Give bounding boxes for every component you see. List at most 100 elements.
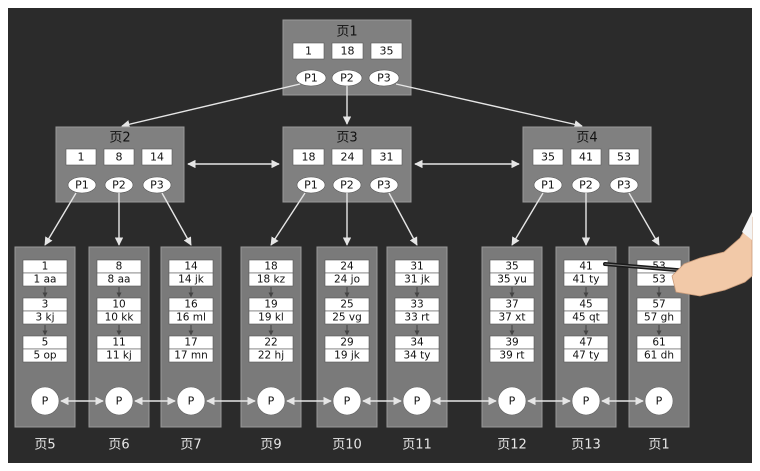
leaf-record-row: 18 kz <box>257 274 286 286</box>
leaf-pointer-circle <box>497 386 527 416</box>
leaf-pointer-label: P <box>42 395 49 408</box>
internal-pointer: P1 <box>75 179 89 192</box>
root-title: 页1 <box>336 25 357 40</box>
leaf-record-row: 34 ty <box>403 350 430 362</box>
sleeve <box>742 212 752 240</box>
leaf-pointer-circle <box>644 386 674 416</box>
root-key-2: 18 <box>341 45 355 58</box>
leaf-record-row: 41 ty <box>572 274 599 286</box>
leaf-record-row: 22 hj <box>258 350 284 362</box>
leaf-record-row: 33 rt <box>404 312 429 324</box>
internal-pointer: P3 <box>617 179 631 192</box>
leaf-record-row: 47 ty <box>572 350 599 362</box>
leaf-record-row: 24 jo <box>334 274 360 286</box>
leaf-record-key: 8 <box>116 261 123 273</box>
leaf-pointer-circle <box>571 386 601 416</box>
leaf-record-row: 39 rt <box>499 350 524 362</box>
leaf-record-key: 17 <box>184 337 197 349</box>
leaf-pointer-circle <box>30 386 60 416</box>
internal-pointer: P1 <box>304 179 318 192</box>
internal-key: 18 <box>302 151 316 164</box>
root-key-1: 1 <box>305 45 312 58</box>
leaf-record-key: 31 <box>410 261 423 273</box>
leaf-record-key: 25 <box>340 299 353 311</box>
arrow-to-leaf <box>511 192 544 246</box>
leaf-page-label: 页7 <box>180 438 201 453</box>
arrow-to-leaf <box>270 192 306 246</box>
leaf-pointer-circle <box>402 386 432 416</box>
internal-key: 14 <box>150 151 164 164</box>
leaf-record-row: 45 qt <box>572 312 599 324</box>
leaf-record-key: 33 <box>410 299 423 311</box>
leaf-record-key: 34 <box>410 337 424 349</box>
leaf-record-key: 10 <box>112 299 125 311</box>
leaf-pointer-label: P <box>583 395 590 408</box>
internal-pointer: P1 <box>541 179 555 192</box>
leaf-record-row: 16 ml <box>176 312 206 324</box>
leaf-record-key: 29 <box>340 337 353 349</box>
leaf-pointer-circle <box>104 386 134 416</box>
leaf-page-label: 页11 <box>402 438 432 453</box>
internal-node-4: 页4 35 41 53 P1 P2 P3 <box>522 126 652 203</box>
leaf-record-key: 61 <box>652 337 665 349</box>
internal-key: 8 <box>116 151 123 164</box>
leaf-record-key: 22 <box>264 337 277 349</box>
internal-pointer: P2 <box>579 179 593 192</box>
internal-node-2: 页2 1 8 14 P1 P2 P3 <box>55 126 185 203</box>
root-key-3: 35 <box>380 45 394 58</box>
leaf-record-row: 37 xt <box>498 312 525 324</box>
leaf-record-row: 19 kl <box>258 312 284 324</box>
leaf-record-row: 3 kj <box>35 312 54 324</box>
leaf-record-key: 41 <box>579 261 592 273</box>
arrow-to-leaf <box>388 192 418 246</box>
leaf-record-row: 10 kk <box>105 312 135 324</box>
arrow-to-leaf <box>628 192 660 246</box>
leaf-page-label: 页12 <box>497 438 527 453</box>
leaf-record-row: 61 dh <box>644 350 674 362</box>
leaf-record-row: 17 mn <box>174 350 208 362</box>
leaf-pointer-label: P <box>268 395 275 408</box>
leaf-record-row: 53 <box>652 274 665 286</box>
leaf-page-label: 页9 <box>260 438 281 453</box>
leaf-record-key: 35 <box>505 261 518 273</box>
arrow-to-leaf <box>44 192 77 246</box>
leaf-record-row: 11 kj <box>106 350 132 362</box>
leaf-record-row: 5 op <box>33 350 56 362</box>
hand-icon <box>671 216 753 297</box>
leaf-record-row: 14 jk <box>178 274 205 286</box>
internal-key: 53 <box>617 151 631 164</box>
internal-pointer: P3 <box>377 179 391 192</box>
leaf-record-row: 35 yu <box>497 274 527 286</box>
leaf-page-label: 页5 <box>34 438 55 453</box>
arrow-root-p1 <box>121 83 301 129</box>
leaf-record-key: 14 <box>184 261 198 273</box>
internal-title: 页4 <box>576 131 597 146</box>
internal-key: 1 <box>78 151 85 164</box>
leaf-record-row: 1 aa <box>34 274 57 286</box>
leaf-record-key: 47 <box>579 337 592 349</box>
leaf-pointer-label: P <box>116 395 123 408</box>
leaf-record-key: 11 <box>112 337 125 349</box>
leaf-record-row: 57 gh <box>644 312 674 324</box>
internal-pointer: P2 <box>340 179 354 192</box>
leaf-record-key: 37 <box>505 299 518 311</box>
presenter-hand <box>603 212 753 297</box>
leaf-pointer-circle <box>332 386 362 416</box>
leaf-pointer-circle <box>176 386 206 416</box>
internal-key: 35 <box>541 151 555 164</box>
leaf-record-key: 39 <box>505 337 518 349</box>
leaf-record-row: 8 aa <box>108 274 131 286</box>
internal-pointer: P2 <box>112 179 126 192</box>
internal-key: 41 <box>579 151 593 164</box>
leaf-record-key: 57 <box>652 299 665 311</box>
leaf-pointer-circle <box>256 386 286 416</box>
